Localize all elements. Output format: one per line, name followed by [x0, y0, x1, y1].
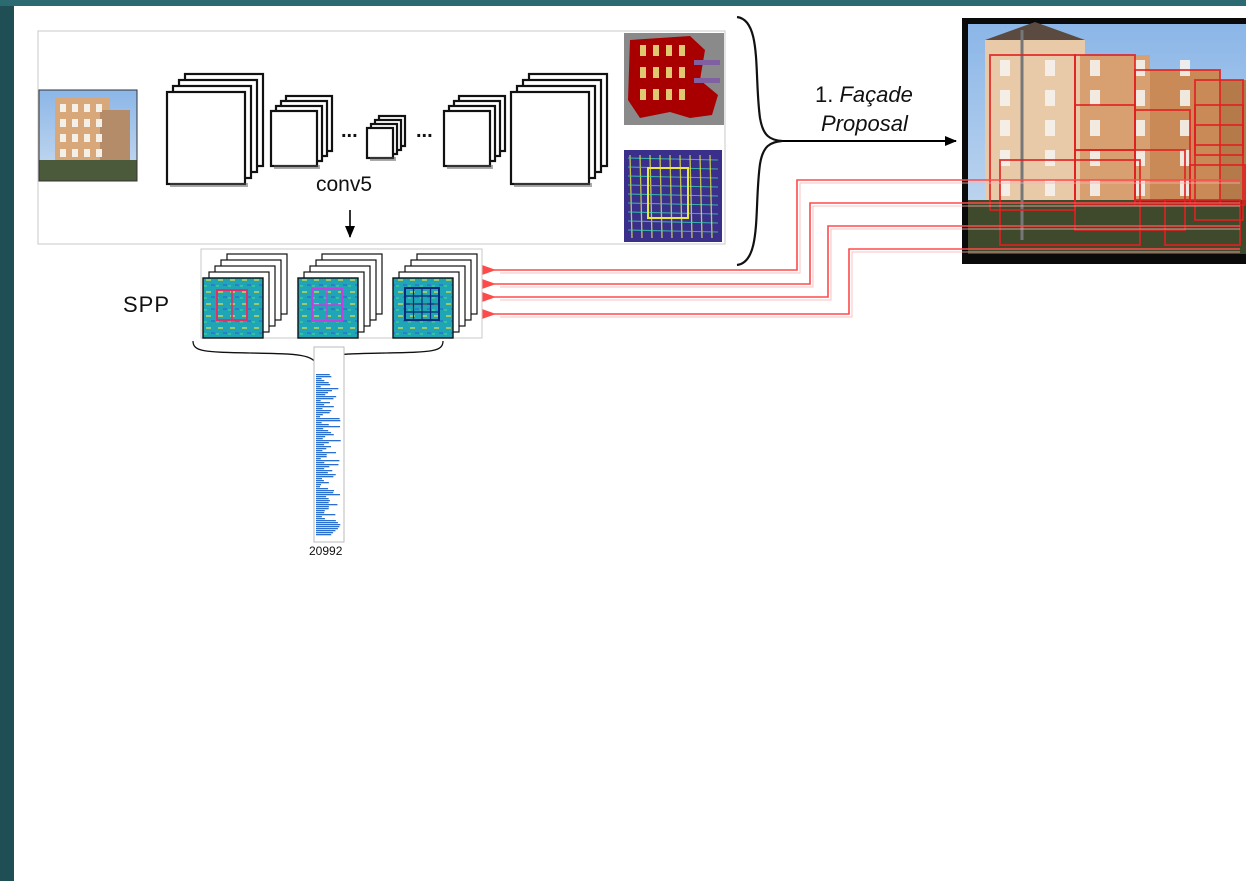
slide-frame-left	[0, 0, 14, 881]
heatmap-output	[624, 150, 722, 242]
ellipsis-right: ...	[416, 120, 433, 143]
segmentation-output	[624, 33, 724, 125]
step-label-line2: Proposal	[821, 111, 908, 137]
ellipsis-left: ...	[341, 120, 358, 143]
conv5-label: conv5	[316, 173, 372, 197]
feature-stack-5	[511, 74, 607, 187]
spp-map-level-1	[203, 254, 287, 338]
step-title-word1: Façade	[839, 82, 912, 107]
feature-stack-2	[271, 96, 332, 169]
feature-stack-4	[444, 96, 505, 169]
feature-vector	[314, 347, 344, 542]
panel-brace	[737, 17, 782, 265]
step-label-line1: 1. Façade	[815, 82, 913, 108]
vector-length-label: 20992	[309, 544, 342, 558]
spp-map-level-2	[298, 254, 382, 338]
step-number: 1.	[815, 82, 833, 107]
feature-stack-1	[167, 74, 263, 187]
spp-map-level-3	[393, 254, 477, 338]
slide-frame-top	[0, 0, 1246, 6]
input-image	[39, 90, 137, 181]
spp-label: SPP	[123, 292, 170, 318]
